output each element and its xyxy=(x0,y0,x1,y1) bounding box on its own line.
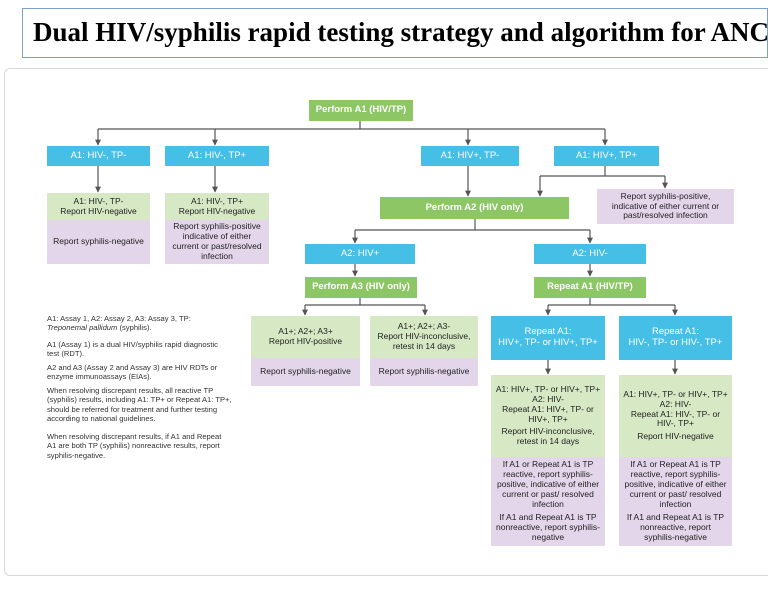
a3-neg-box: A1+; A2+; A3- Report HIV-inconclusive, r… xyxy=(370,316,478,358)
a1-hivneg-tppos-label: A1: HIV-, TP+ xyxy=(187,149,247,161)
repeat-left-result-line1: A1: HIV+, TP- or HIV+, TP+ xyxy=(495,384,601,395)
repeat-left-result-line4: Report HIV-inconclusive, retest in 14 da… xyxy=(501,426,595,447)
a2-hivpos-label: A2: HIV+ xyxy=(340,247,380,259)
repeat-left-syphilis-text2: If A1 and Repeat A1 is TP nonreactive, r… xyxy=(496,512,600,542)
a1-hivneg-tpneg-box: A1: HIV-, TP- xyxy=(47,146,150,166)
a3-pos-line1: A1+; A2+; A3+ xyxy=(278,326,333,337)
report-nn-syphilis-box: Report syphilis-negative xyxy=(47,220,150,264)
note-discrepant-reactive: When resolving discrepant results, all r… xyxy=(47,386,232,424)
a1-hivpos-tppos-label: A1: HIV+, TP+ xyxy=(575,149,638,161)
repeat-right-box: Repeat A1: HIV-, TP- or HIV-, TP+ xyxy=(619,316,732,360)
note-abbrev-b: Treponemal pallidum xyxy=(47,323,118,333)
report-pp-syphilis-box: Report syphilis-positive, indicative of … xyxy=(597,189,734,224)
report-np-box: A1: HIV-, TP+ Report HIV-negative xyxy=(165,193,269,220)
report-np-syphilis-text: Report syphilis-positive indicative of e… xyxy=(172,221,262,261)
a3-neg-line1: A1+; A2+; A3- xyxy=(397,321,451,332)
perform-a2-label: Perform A2 (HIV only) xyxy=(425,201,524,213)
note-abbrev-a: A1: Assay 1, A2: Assay 2, A3: Assay 3, T… xyxy=(47,314,191,323)
a2-hivneg-label: A2: HIV- xyxy=(572,247,608,259)
repeat-left-syphilis-text1: If A1 or Repeat A1 is TP reactive, repor… xyxy=(496,459,600,509)
repeat-right-line1: Repeat A1: xyxy=(651,326,699,338)
a3-neg-syphilis-box: Report syphilis-negative xyxy=(370,358,478,386)
report-nn-syphilis-text: Report syphilis-negative xyxy=(53,236,144,247)
report-np-line2: Report HIV-negative xyxy=(178,205,256,216)
repeat-right-result-line3: Repeat A1: HIV-, TP- or HIV-, TP+ xyxy=(630,408,721,429)
note-a2-a3: A2 and A3 (Assay 2 and Assay 3) are HIV … xyxy=(47,363,218,382)
a1-hivneg-tppos-box: A1: HIV-, TP+ xyxy=(165,146,269,166)
repeat-left-result-box: A1: HIV+, TP- or HIV+, TP+ A2: HIV- Repe… xyxy=(491,375,605,457)
repeat-a1-label: Repeat A1 (HIV/TP) xyxy=(547,281,633,293)
a3-pos-line2: Report HIV-positive xyxy=(268,336,343,346)
a3-pos-box: A1+; A2+; A3+ Report HIV-positive xyxy=(251,316,360,358)
repeat-right-syphilis-text2: If A1 and Repeat A1 is TP nonreactive, r… xyxy=(626,512,725,542)
repeat-a1-box: Repeat A1 (HIV/TP) xyxy=(534,277,646,298)
perform-a3-label: Perform A3 (HIV only) xyxy=(312,281,410,293)
a3-pos-syphilis-box: Report syphilis-negative xyxy=(251,358,360,386)
report-nn-box: A1: HIV-, TP- Report HIV-negative xyxy=(47,193,150,220)
a2-hivneg-box: A2: HIV- xyxy=(534,244,646,264)
report-np-line1: A1: HIV-, TP+ xyxy=(190,195,244,206)
a3-neg-line2: Report HIV-inconclusive, retest in 14 da… xyxy=(377,331,471,351)
a1-hivpos-tpneg-box: A1: HIV+, TP- xyxy=(421,146,519,166)
repeat-left-line2: HIV+, TP- or HIV+, TP+ xyxy=(498,337,598,348)
report-nn-line1: A1: HIV-, TP- xyxy=(73,195,124,206)
page-title: Dual HIV/syphilis rapid testing strategy… xyxy=(33,17,768,47)
repeat-right-syphilis-box: If A1 or Repeat A1 is TP reactive, repor… xyxy=(619,457,732,546)
repeat-left-result-line2: A2: HIV- xyxy=(532,393,564,404)
report-pp-syphilis-text: Report syphilis-positive, indicative of … xyxy=(611,190,720,221)
repeat-left-result-line3: Repeat A1: HIV+, TP- or HIV+, TP+ xyxy=(502,403,594,424)
a2-hivpos-box: A2: HIV+ xyxy=(305,244,415,264)
perform-a2-box: Perform A2 (HIV only) xyxy=(380,197,569,219)
a1-hivpos-tpneg-label: A1: HIV+, TP- xyxy=(440,149,500,161)
repeat-right-line2: HIV-, TP- or HIV-, TP+ xyxy=(628,337,723,348)
repeat-left-line1: Repeat A1: xyxy=(524,326,572,338)
perform-a3-box: Perform A3 (HIV only) xyxy=(305,277,417,298)
repeat-right-result-box: A1: HIV+, TP- or HIV+, TP+ A2: HIV- Repe… xyxy=(619,375,732,457)
repeat-right-result-line4: Report HIV-negative xyxy=(637,431,714,442)
repeat-left-box: Repeat A1: HIV+, TP- or HIV+, TP+ xyxy=(491,316,605,360)
note-abbrev-c: (syphilis). xyxy=(119,323,152,333)
a3-pos-syphilis-text: Report syphilis-negative xyxy=(260,366,351,377)
a3-neg-syphilis-text: Report syphilis-negative xyxy=(378,366,470,377)
a1-hivpos-tppos-box: A1: HIV+, TP+ xyxy=(554,146,659,166)
repeat-right-result-line2: A2: HIV- xyxy=(659,398,692,409)
note-abbreviations: A1: Assay 1, A2: Assay 2, A3: Assay 3, T… xyxy=(47,314,232,333)
note-discrepant-nonreactive: When resolving discrepant results, if A1… xyxy=(47,432,222,460)
note-a1: A1 (Assay 1) is a dual HIV/syphilis rapi… xyxy=(47,340,218,359)
a1-hivneg-tpneg-label: A1: HIV-, TP- xyxy=(70,149,127,161)
title-bar: Dual HIV/syphilis rapid testing strategy… xyxy=(22,8,768,58)
perform-a1-label: Perform A1 (HIV/TP) xyxy=(315,104,407,116)
report-nn-line2: Report HIV-negative xyxy=(60,205,137,216)
report-np-syphilis-box: Report syphilis-positive indicative of e… xyxy=(165,220,269,264)
perform-a1-box: Perform A1 (HIV/TP) xyxy=(309,100,413,121)
repeat-right-result-line1: A1: HIV+, TP- or HIV+, TP+ xyxy=(623,389,728,400)
repeat-right-syphilis-text1: If A1 or Repeat A1 is TP reactive, repor… xyxy=(624,459,727,509)
repeat-left-syphilis-box: If A1 or Repeat A1 is TP reactive, repor… xyxy=(491,457,605,546)
